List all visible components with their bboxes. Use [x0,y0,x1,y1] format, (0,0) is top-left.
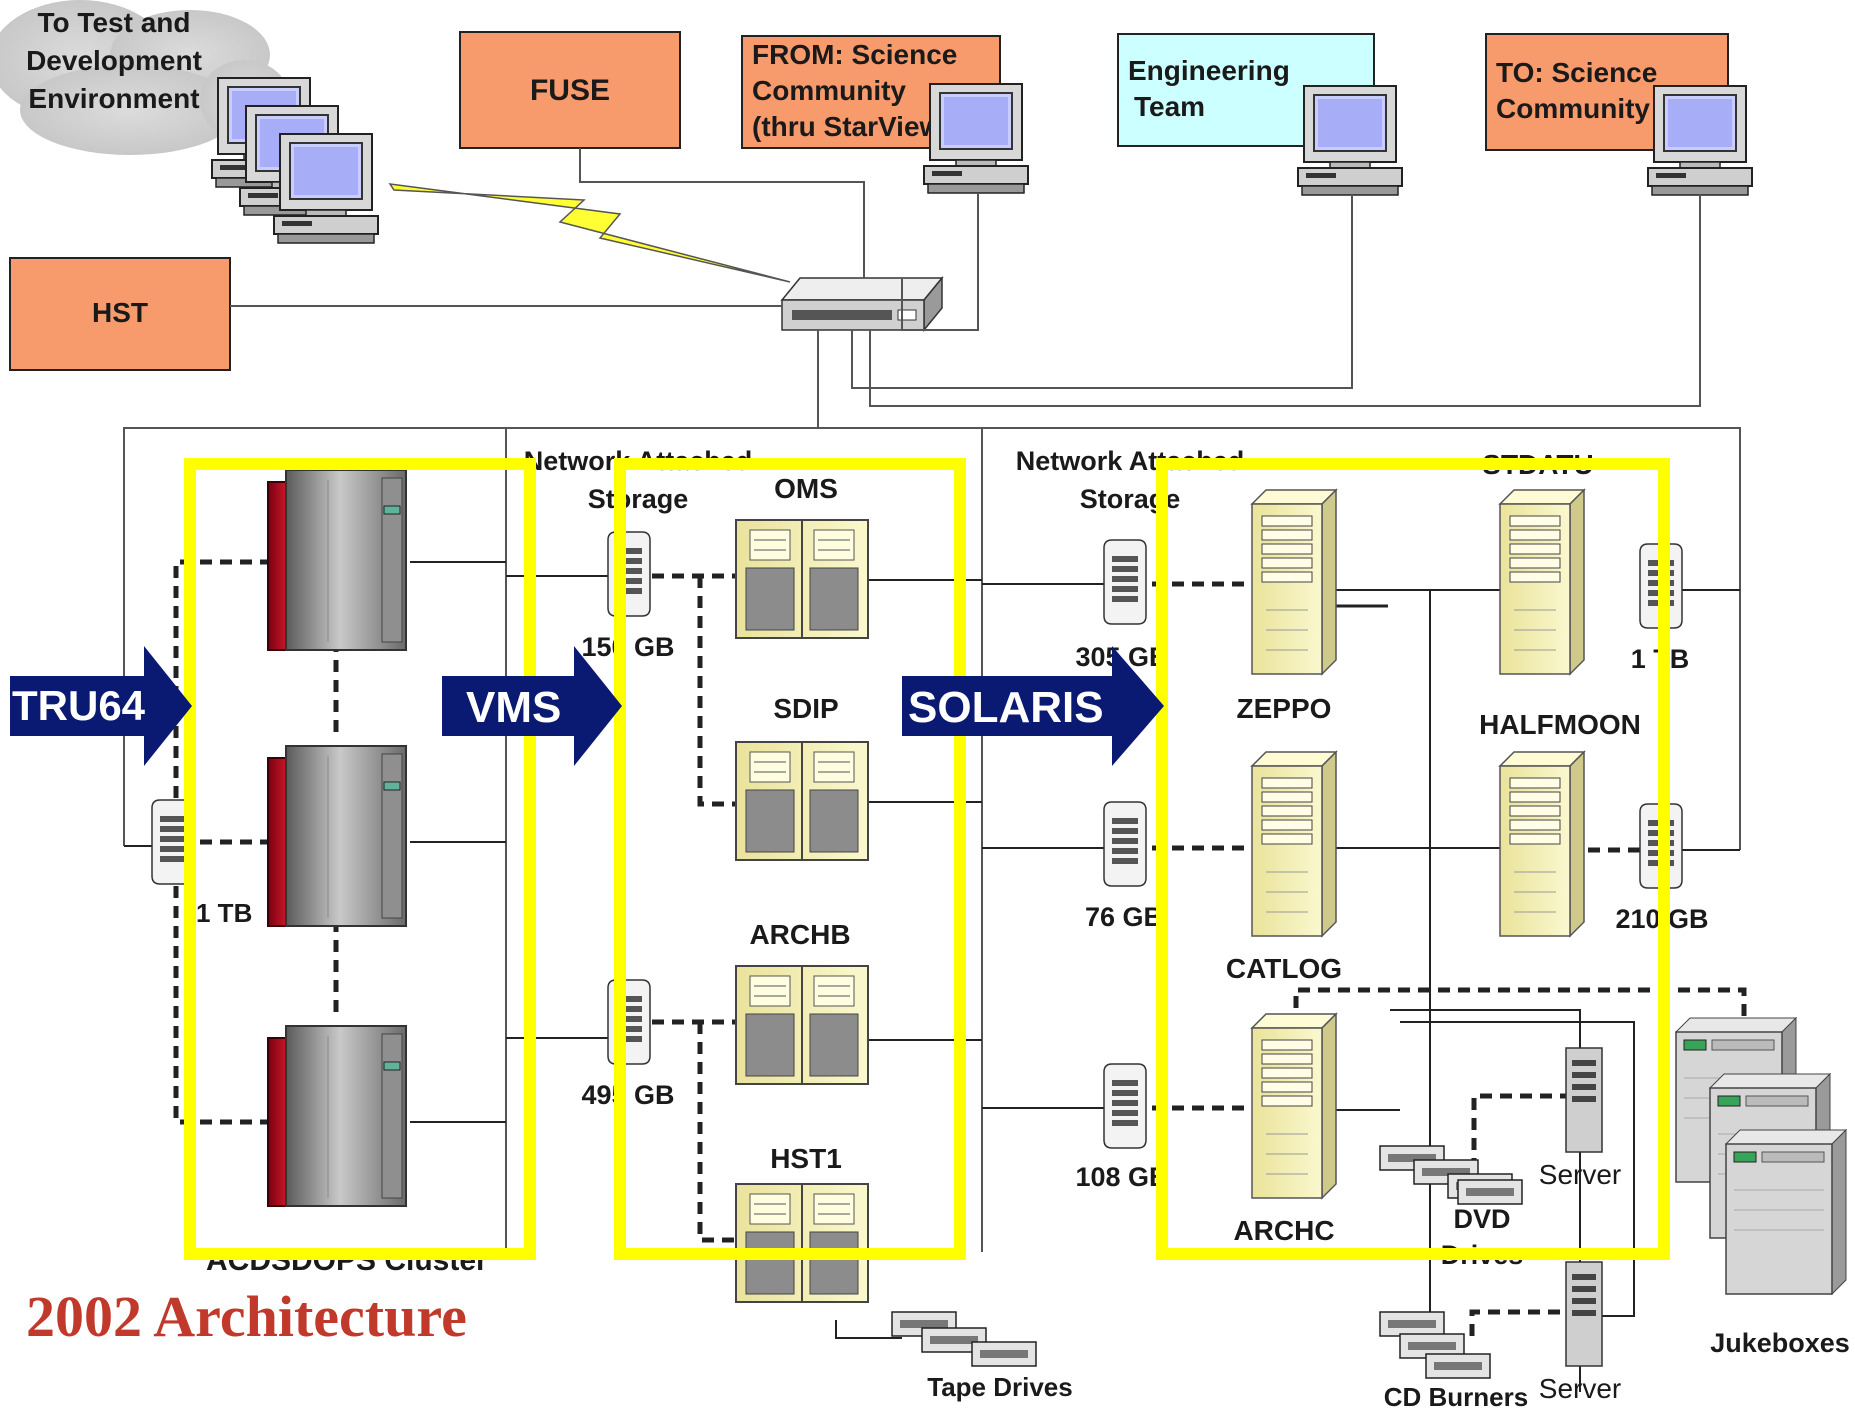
server-catlog [1252,752,1336,936]
engineering-pc [1298,86,1402,195]
dvd-drive-4 [1458,1180,1522,1204]
server-archc-label: ARCHC [1233,1215,1334,1246]
test-pc-3 [274,134,378,243]
cloud-line-1: To Test and [38,7,191,38]
sol-nas-76-label: 76 GB [1085,902,1163,932]
server-zeppo-label: ZEPPO [1237,693,1332,724]
cloud-line-3: Environment [28,83,199,114]
server-sdip [736,742,868,860]
server-catlog-label: CATLOG [1226,953,1342,984]
server-top-label: Server [1539,1159,1621,1190]
sol-nas-108 [1104,1064,1146,1148]
server-bottom-label: Server [1539,1373,1621,1404]
cluster-node-1 [268,470,406,650]
server-zeppo [1252,490,1336,674]
cd-burners-label: CD Burners [1384,1382,1528,1410]
server-oms-label: OMS [774,473,838,504]
lightning-bolt [390,184,790,282]
to-science-line-1: TO: Science [1496,57,1657,88]
server-sdip-label: SDIP [773,693,838,724]
engineering-line-2: Team [1134,91,1205,122]
cloud-line-2: Development [26,45,202,76]
fuse-label: FUSE [530,74,610,107]
sol-nas-76 [1104,802,1146,886]
cluster-node-2 [268,746,406,926]
sol-nas-108-label: 108 GB [1075,1162,1168,1192]
jukebox-3 [1726,1130,1846,1294]
to-science-pc [1648,86,1752,195]
cluster-node-3 [268,1026,406,1206]
server-archc [1252,1014,1336,1198]
from-science-pc [924,84,1028,193]
solaris-arrow: SOLARIS [902,646,1164,766]
tape-drive-3 [972,1342,1036,1366]
solaris-label: SOLARIS [908,683,1104,732]
server-hst1 [736,1184,868,1302]
tape-drives-label: Tape Drives [927,1372,1072,1402]
server-archb-label: ARCHB [749,919,850,950]
vms-nas-top-label: 150 GB [581,632,674,662]
vms-label: VMS [466,683,561,732]
server-hst1-label: HST1 [770,1143,842,1174]
vms-nas-bottom-label: 495 GB [581,1080,674,1110]
tru64-label: TRU64 [12,682,146,729]
engineering-line-1: Engineering [1128,55,1290,86]
vms-nas-label-2: Storage [588,484,689,514]
server-oms [736,520,868,638]
tru64-arrow: TRU64 [10,646,192,766]
to-science-line-2: Community [1496,93,1650,124]
jukeboxes-label: Jukeboxes [1710,1328,1850,1358]
dvd-label-1: DVD [1453,1204,1510,1234]
server-stdatu [1500,490,1584,674]
diagram-title: 2002 Architecture [26,1284,467,1349]
vms-dashed-links [652,576,736,1240]
server-archb [736,966,868,1084]
from-science-line-1: FROM: Science [752,39,957,70]
server-halfmoon-label: HALFMOON [1479,709,1641,740]
from-science-line-2: Community [752,75,906,106]
network-hub [782,278,942,330]
cd-burner-3 [1426,1354,1490,1378]
cd-burner-1 [1380,1312,1444,1336]
sol-nas-305 [1104,540,1146,624]
hst-label: HST [92,297,148,328]
server-halfmoon [1500,752,1584,936]
from-science-line-3: (thru StarView) [752,111,951,142]
cluster-storage-label: 1 TB [196,898,252,928]
server-top [1566,1048,1602,1152]
server-bottom [1566,1262,1602,1366]
